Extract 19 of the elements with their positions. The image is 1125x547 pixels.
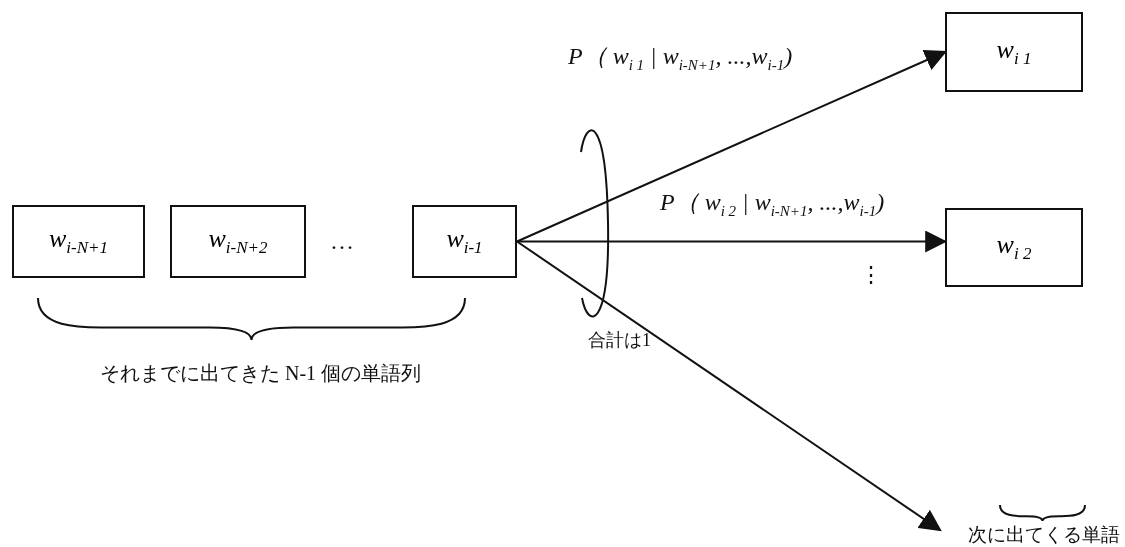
word-box bbox=[12, 205, 145, 278]
word-box bbox=[170, 205, 306, 278]
edge-label: P（ w$_{i 1}$ | w$_{i-N+1}$, ...,w$_{i-1}$) bbox=[568, 42, 793, 74]
arrow bbox=[516, 240, 942, 532]
word-symbol: w$_{i 2}$ bbox=[996, 230, 1032, 265]
word-box bbox=[945, 12, 1083, 92]
note-text: … bbox=[330, 228, 354, 255]
note-text: ⋮ bbox=[860, 262, 882, 288]
word-symbol: w$_{i-N+2}$ bbox=[208, 224, 268, 259]
word-symbol: w$_{i-N+1}$ bbox=[48, 224, 108, 259]
note-text: 次に出てくる単語 bbox=[968, 523, 1120, 547]
word-symbol: w$_{i-1}$ bbox=[446, 224, 483, 259]
note-text: 合計は1 bbox=[588, 329, 651, 352]
arrow bbox=[516, 49, 947, 243]
word-symbol: w$_{i 1}$ bbox=[996, 34, 1032, 70]
note-text: それまでに出てきた N-1 個の単語列 bbox=[100, 361, 422, 386]
word-box bbox=[412, 205, 517, 278]
word-box bbox=[945, 208, 1083, 287]
edge-label: P（ w$_{i 2}$ | w$_{i-N+1}$, ...,w$_{i-1}$) bbox=[660, 188, 885, 220]
